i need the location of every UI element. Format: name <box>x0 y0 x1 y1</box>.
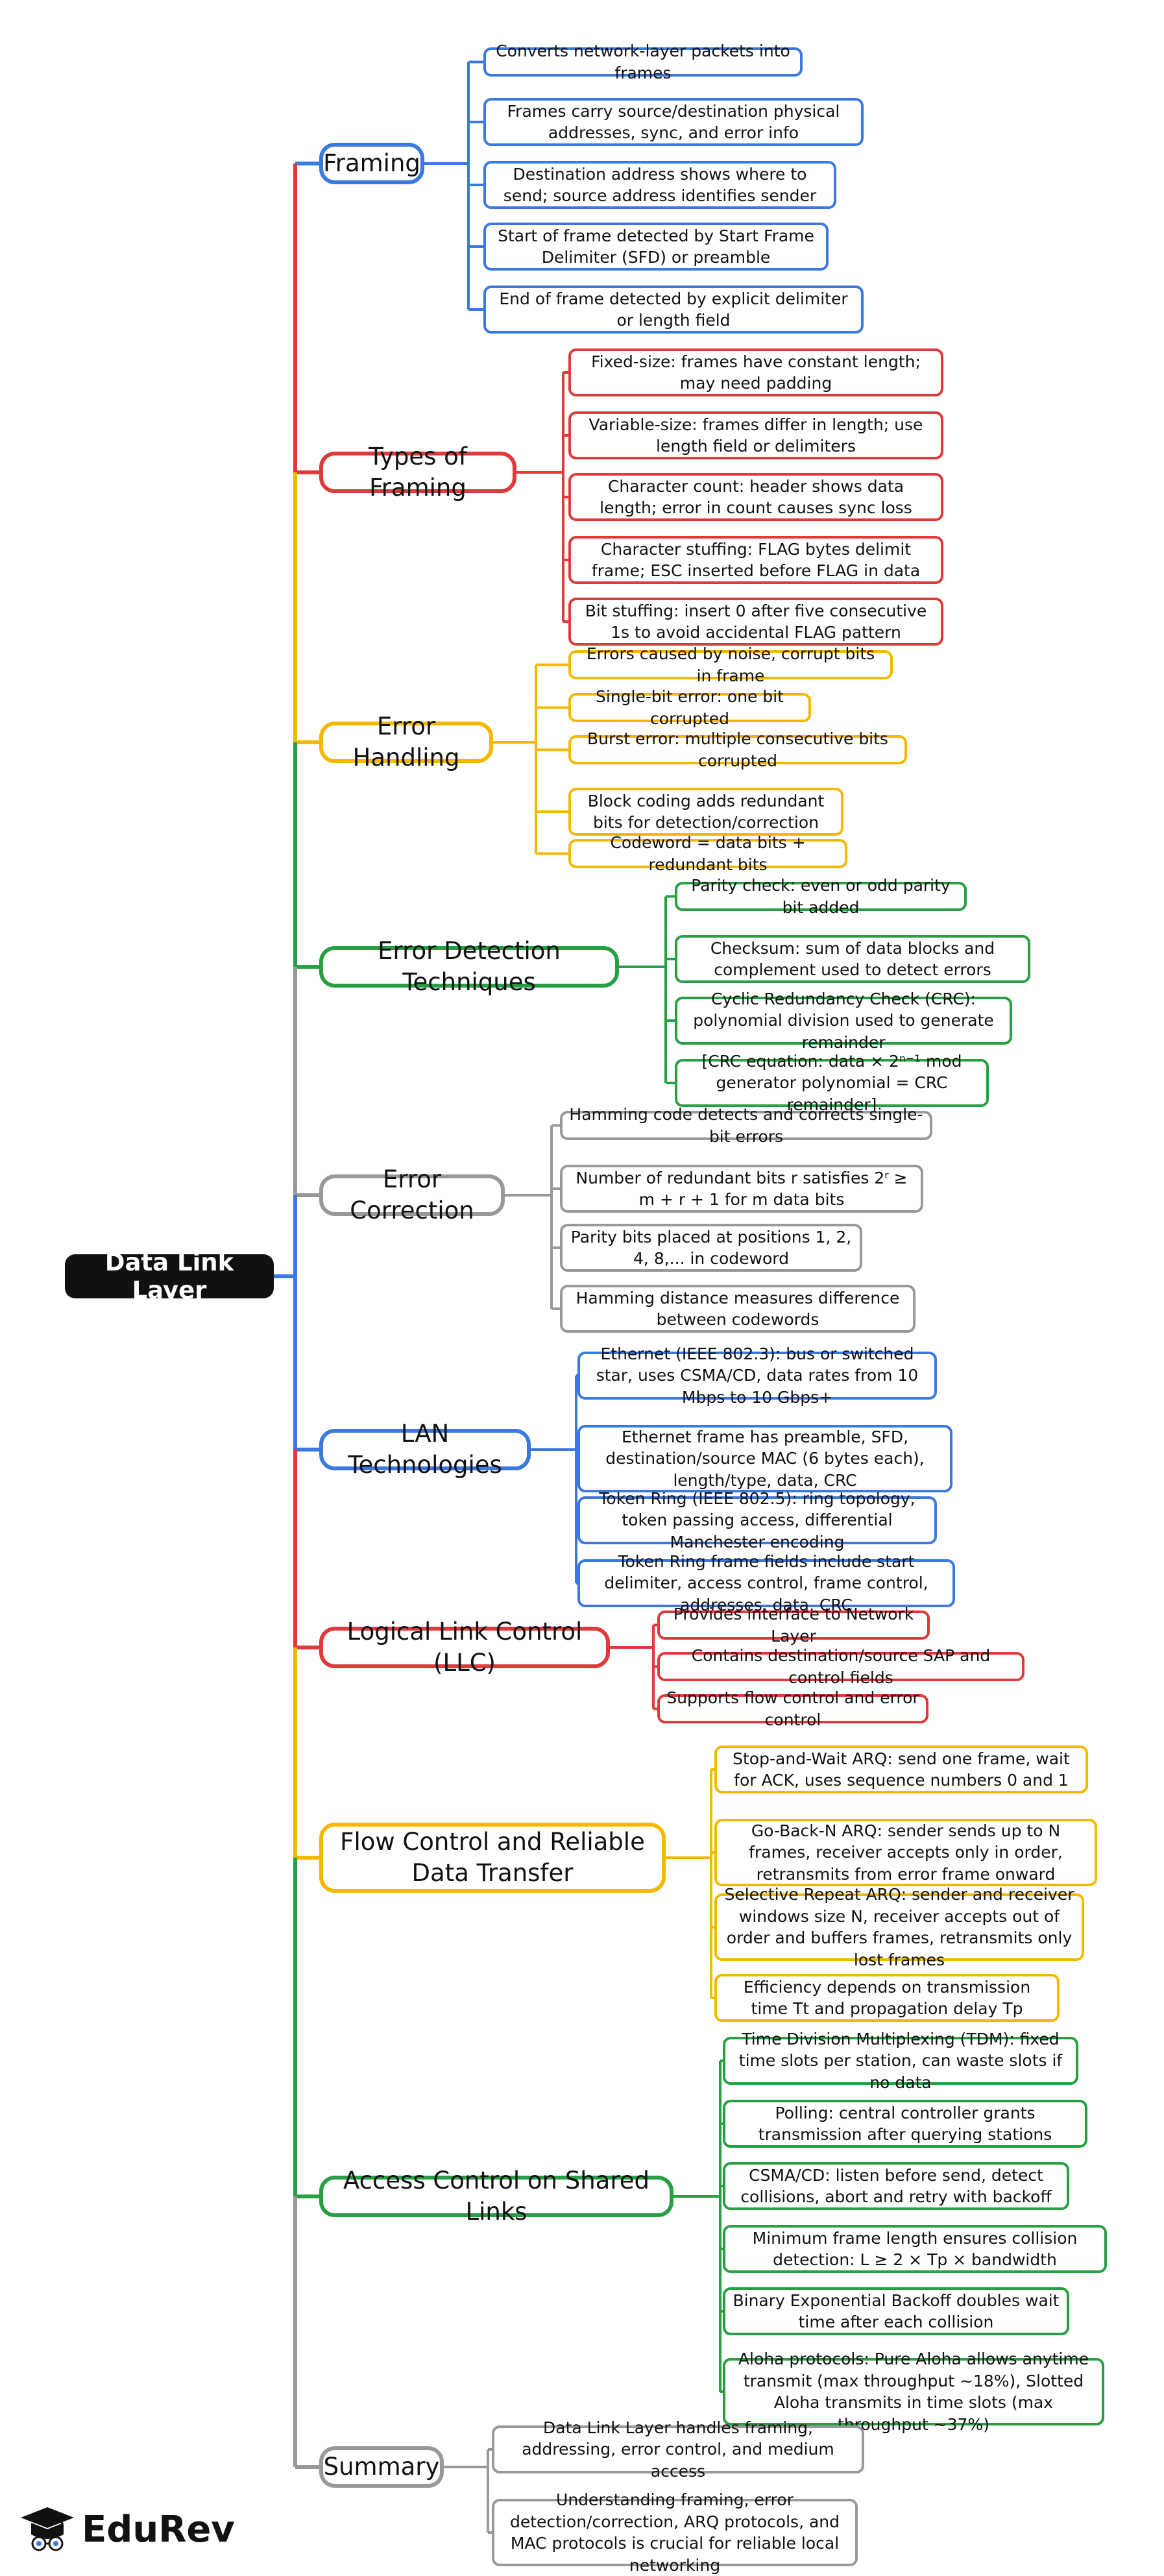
leaf-node: Minimum frame length ensures collision d… <box>723 2225 1107 2273</box>
edurev-logo: EduRev <box>19 2503 235 2555</box>
leaf-node: Efficiency depends on transmission time … <box>714 1974 1060 2022</box>
branch-node: Error Detection Techniques <box>319 937 619 996</box>
leaf-node: Hamming distance measures difference bet… <box>560 1285 915 1333</box>
leaf-node: Character stuffing: FLAG bytes delimit f… <box>568 536 943 584</box>
leaf-node: Fixed-size: frames have constant length;… <box>568 348 943 396</box>
leaf-node: Burst error: multiple consecutive bits c… <box>568 729 907 770</box>
leaf-node: Block coding adds redundant bits for det… <box>568 788 843 836</box>
leaf-node: Aloha protocols: Pure Aloha allows anyti… <box>723 2350 1104 2434</box>
branch-node: Flow Control and Reliable Data Transfer <box>319 1823 666 1893</box>
leaf-node: Supports flow control and error control <box>657 1688 928 1729</box>
leaf-node: Binary Exponential Backoff doubles wait … <box>723 2287 1069 2335</box>
leaf-node: Checksum: sum of data blocks and complem… <box>675 935 1030 983</box>
leaf-node: Variable-size: frames differ in length; … <box>568 411 943 459</box>
leaf-node: Understanding framing, error detection/c… <box>492 2490 858 2575</box>
leaf-node: Polling: central controller grants trans… <box>723 2100 1087 2148</box>
leaf-node: Provides interface to Network Layer <box>657 1605 930 1646</box>
leaf-node: Time Division Multiplexing (TDM): fixed … <box>723 2030 1078 2092</box>
leaf-node: Contains destination/source SAP and cont… <box>657 1646 1025 1687</box>
leaf-node: Destination address shows where to send;… <box>483 161 836 209</box>
leaf-node: Single-bit error: one bit corrupted <box>568 687 811 728</box>
leaf-node: Converts network-layer packets into fram… <box>483 42 803 82</box>
leaf-node: Bit stuffing: insert 0 after five consec… <box>568 598 943 646</box>
leaf-node: Number of redundant bits r satisfies 2ʳ … <box>560 1165 923 1213</box>
leaf-node: Stop-and-Wait ARQ: send one frame, wait … <box>714 1745 1088 1793</box>
branch-node: Framing <box>319 143 424 184</box>
leaf-node: Token Ring (IEEE 802.5): ring topology, … <box>577 1489 937 1551</box>
leaf-node: Ethernet (IEEE 802.3): bus or switched s… <box>577 1344 937 1407</box>
leaf-node: Data Link Layer handles framing, address… <box>492 2418 864 2481</box>
root-node: Data Link Layer <box>65 1248 274 1304</box>
leaf-node: Selective Repeat ARQ: sender and receive… <box>714 1885 1084 1969</box>
leaf-node: Ethernet frame has preamble, SFD, destin… <box>577 1425 952 1492</box>
leaf-node: Codeword = data bits + redundant bits <box>568 833 847 874</box>
leaf-node: Go-Back-N ARQ: sender sends up to N fram… <box>714 1819 1097 1886</box>
leaf-node: Errors caused by noise, corrupt bits in … <box>568 644 893 685</box>
leaf-node: End of frame detected by explicit delimi… <box>483 286 864 334</box>
branch-node: Error Correction <box>319 1165 505 1224</box>
logo-text: EduRev <box>82 2508 235 2551</box>
branch-node: Logical Link Control (LLC) <box>319 1618 610 1677</box>
leaf-node: [CRC equation: data × 2ⁿ⁻¹ mod generator… <box>675 1052 989 1114</box>
leaf-node: Parity check: even or odd parity bit add… <box>675 876 967 917</box>
branch-node: LAN Technologies <box>319 1420 531 1479</box>
graduation-cap-icon <box>21 2507 74 2551</box>
leaf-node: CSMA/CD: listen before send, detect coll… <box>723 2162 1069 2210</box>
leaf-node: Character count: header shows data lengt… <box>568 473 943 521</box>
branch-node: Types of Framing <box>319 443 516 502</box>
leaf-node: Cyclic Redundancy Check (CRC): polynomia… <box>675 990 1012 1052</box>
leaf-node: Frames carry source/destination physical… <box>483 98 864 146</box>
branch-node: Error Handling <box>319 712 493 772</box>
leaf-node: Hamming code detects and corrects single… <box>560 1105 932 1146</box>
leaf-node: Start of frame detected by Start Frame D… <box>483 223 829 271</box>
leaf-node: Parity bits placed at positions 1, 2, 4,… <box>560 1224 862 1272</box>
leaf-node: Token Ring frame fields include start de… <box>577 1552 955 1614</box>
branch-node: Summary <box>319 2446 444 2488</box>
branch-node: Access Control on Shared Links <box>319 2167 673 2226</box>
